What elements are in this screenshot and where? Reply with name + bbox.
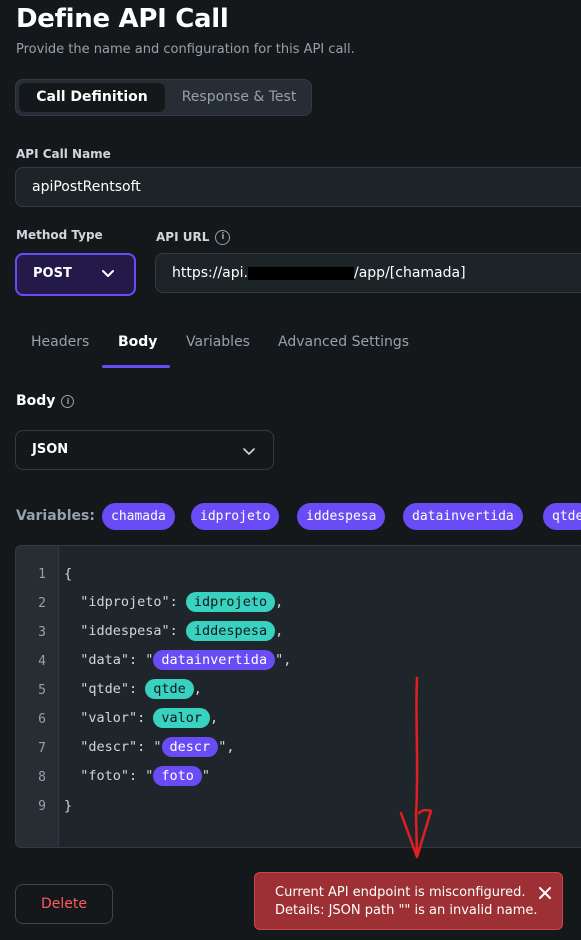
api-url-value: https://api. /app/[chamada] (172, 265, 466, 281)
tab-call-definition[interactable]: Call Definition (19, 83, 165, 112)
line-number: 2 (38, 596, 46, 611)
api-url-label: API URL (156, 230, 210, 244)
variable-token[interactable]: descr (161, 737, 219, 757)
redacted-block (248, 266, 354, 280)
info-icon[interactable]: i (61, 394, 75, 408)
tab-response-test[interactable]: Response & Test (181, 89, 297, 105)
code-line: "qtde": qtde, (64, 679, 202, 699)
code-open-brace: { (64, 566, 73, 582)
json-punctuation: , (275, 594, 284, 610)
code-line: "foto": "foto" (64, 766, 210, 786)
variable-chip[interactable]: chamada (102, 503, 175, 530)
json-key: "descr": " (64, 739, 162, 755)
code-line: "data": "datainvertida", (64, 650, 291, 670)
variable-chip[interactable]: datainvertida (403, 503, 523, 530)
variable-token[interactable]: valor (153, 708, 211, 728)
line-number: 7 (38, 741, 46, 756)
api-url-prefix: https://api. (172, 265, 248, 281)
line-number: 9 (38, 799, 46, 814)
line-number: 8 (38, 770, 46, 785)
code-line: "descr": "descr", (64, 737, 234, 757)
mode-segmented-control: Call Definition Response & Test (15, 79, 312, 116)
json-key: "data": " (64, 652, 154, 668)
line-number: 4 (38, 654, 46, 669)
tab-body[interactable]: Body (118, 334, 158, 350)
line-number: 1 (38, 567, 46, 582)
api-url-input[interactable]: https://api. /app/[chamada] (155, 253, 581, 293)
json-key: "iddespesa": (64, 623, 186, 639)
variable-chip[interactable]: iddespesa (297, 503, 386, 530)
code-line: "iddespesa": iddespesa, (64, 621, 283, 641)
method-type-value: POST (33, 266, 72, 281)
body-type-value: JSON (32, 442, 69, 457)
api-call-name-label: API Call Name (16, 147, 111, 161)
json-punctuation: , (193, 681, 202, 697)
api-url-label-row: API URL i (156, 230, 231, 245)
variable-token[interactable]: idprojeto (185, 592, 276, 612)
chevron-down-icon (241, 443, 257, 463)
body-label: Body (16, 393, 56, 409)
json-key: "valor": (64, 710, 154, 726)
json-key: "foto": " (64, 768, 154, 784)
close-icon[interactable] (538, 885, 552, 904)
red-annotation-arrow (399, 676, 433, 859)
variable-token[interactable]: qtde (145, 679, 194, 699)
variable-token[interactable]: iddespesa (185, 621, 276, 641)
json-punctuation: , (210, 710, 219, 726)
tab-headers[interactable]: Headers (31, 334, 90, 350)
method-type-dropdown[interactable]: POST (15, 253, 136, 296)
variable-chip[interactable]: qtde (543, 503, 581, 530)
variable-chip[interactable]: idprojeto (191, 503, 280, 530)
chevron-down-icon (100, 265, 116, 285)
api-url-suffix: /app/[chamada] (354, 265, 466, 281)
page-subtitle: Provide the name and configuration for t… (16, 42, 355, 57)
method-type-label: Method Type (16, 228, 103, 242)
tab-variables[interactable]: Variables (186, 334, 250, 350)
page-title: Define API Call (16, 4, 229, 34)
toast-message-line1: Current API endpoint is misconfigured. (275, 885, 526, 900)
toast-message-line2: Details: JSON path "" is an invalid name… (275, 903, 538, 918)
code-line: "idprojeto": idprojeto, (64, 592, 283, 612)
variable-token[interactable]: foto (153, 766, 202, 786)
json-punctuation: " (201, 768, 211, 784)
json-body-editor[interactable]: 1 2 3 4 5 6 7 8 9 { "idprojeto": idproje… (15, 545, 581, 848)
api-call-name-input[interactable]: apiPostRentsoft (15, 167, 581, 207)
code-line: "valor": valor, (64, 708, 218, 728)
line-number: 6 (38, 712, 46, 727)
delete-button[interactable]: Delete (15, 884, 113, 924)
active-tab-indicator (102, 365, 170, 368)
variable-token[interactable]: datainvertida (153, 650, 276, 670)
code-close-brace: } (64, 798, 73, 814)
line-number: 3 (38, 625, 46, 640)
json-key: "idprojeto": (64, 594, 186, 610)
json-punctuation: , (275, 623, 284, 639)
info-icon[interactable]: i (215, 230, 231, 245)
error-toast: Current API endpoint is misconfigured. D… (254, 872, 563, 930)
api-call-name-value: apiPostRentsoft (32, 179, 141, 195)
line-number: 5 (38, 683, 46, 698)
tab-advanced-settings[interactable]: Advanced Settings (278, 334, 410, 350)
line-number-gutter: 1 2 3 4 5 6 7 8 9 (16, 546, 59, 847)
json-punctuation: ", (275, 652, 292, 668)
json-key: "qtde": (64, 681, 146, 697)
body-type-dropdown[interactable]: JSON (15, 430, 274, 470)
json-punctuation: ", (218, 739, 235, 755)
variables-label: Variables: (16, 508, 95, 524)
